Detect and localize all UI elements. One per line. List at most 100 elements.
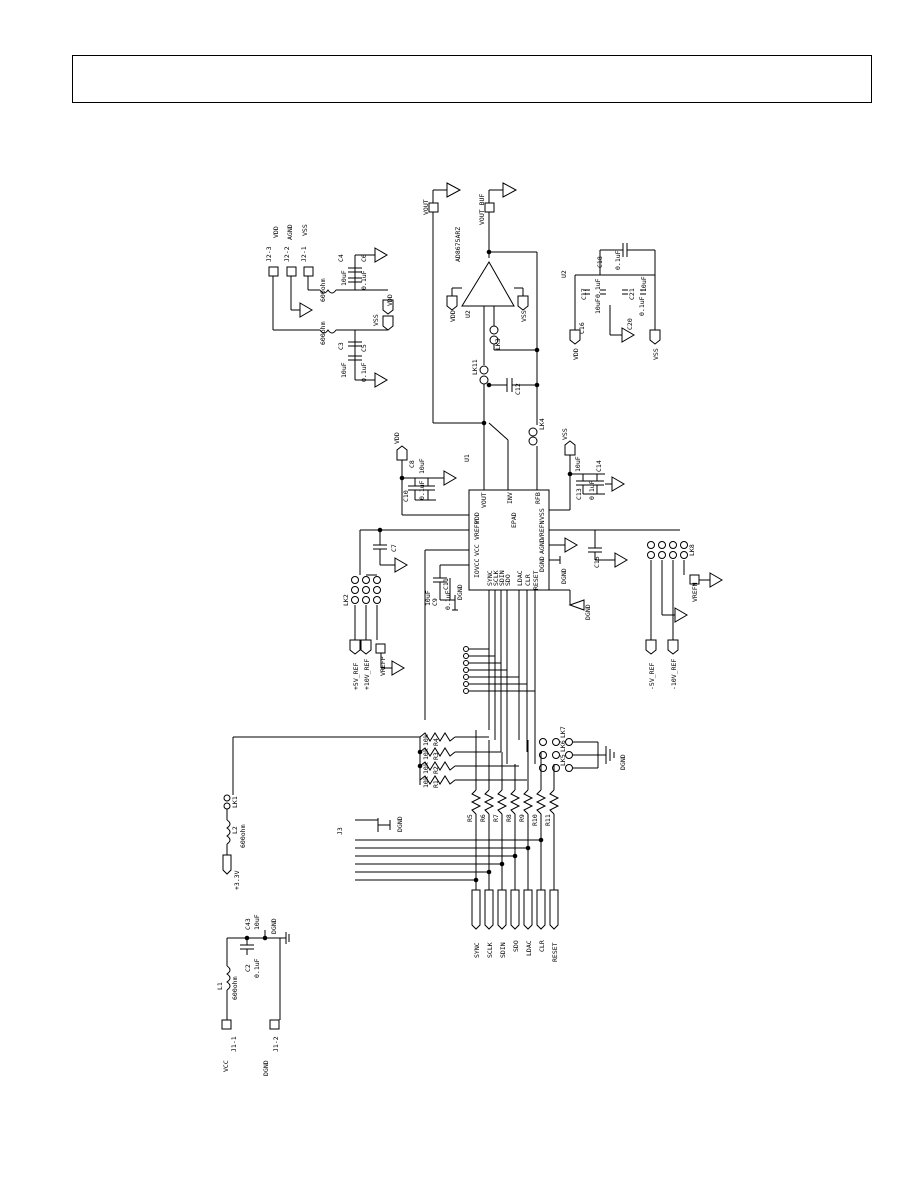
label-c20: C20 [626, 318, 634, 330]
pin-sdin: SDIN [498, 570, 506, 586]
label-vdd-u1: VDD [393, 432, 401, 444]
label-c15: C15 [593, 556, 601, 568]
pin-vrefn: VREFN [538, 520, 546, 540]
label-c2-val: 0.1uF [253, 958, 261, 978]
label-l-top: 600ohm [319, 278, 327, 302]
signal-reset: RESET [551, 942, 559, 962]
label-vss-u1: VSS [561, 428, 569, 440]
label-vdd-decoup: VDD [572, 348, 580, 360]
label-lk2: LK2 [342, 594, 350, 606]
label-j1-2: J1-2 [272, 1036, 280, 1052]
label-l2: L2 [231, 826, 239, 834]
label-lk7: LK7 [559, 726, 567, 738]
label-lk6: LK6 [559, 740, 567, 752]
label-c18-val: 0.1uF [614, 250, 622, 270]
label-dgnd-j3: DGND [396, 816, 404, 832]
label-r4-val: 10k [422, 734, 430, 746]
label-c10-val: 0.1uF [418, 480, 426, 500]
label-c13-val: 0.1uF [588, 480, 596, 500]
label-c16: C16 [578, 322, 586, 334]
label-m10v-ref: -10V_REF [670, 659, 678, 690]
label-dgnd-u1: DGND [560, 568, 568, 584]
label-j1-1: J1-1 [230, 1036, 238, 1052]
label-u2-opamp: U2 [464, 310, 472, 318]
label-r2-val: 10k [422, 762, 430, 774]
label-vrefn: VREFN [691, 582, 699, 602]
label-c8: C8 [408, 460, 416, 468]
label-c9: C9 [431, 598, 439, 606]
pin-vcc: VCC [473, 544, 481, 556]
label-r6: R6 [479, 814, 487, 822]
label-j2-agnd: AGND [286, 224, 294, 240]
label-c11-val: 0.1uF [444, 590, 452, 610]
label-vout-buf: VOUT_BUF [478, 194, 486, 225]
pin-reset: RESET [532, 570, 540, 590]
label-r10: R10 [531, 814, 539, 826]
label-c17-val: 0.1uF [594, 278, 602, 298]
label-c17: C17 [580, 288, 588, 300]
signal-ldac: LDAC [525, 940, 533, 956]
label-lk1: LK1 [231, 796, 239, 808]
label-j2-vdd: VDD [272, 226, 280, 238]
label-c3: C3 [337, 342, 345, 350]
label-c16-val: 10uF [594, 298, 602, 314]
label-r3: R3 [432, 752, 440, 760]
pin-iovcc: IOVCC [473, 558, 481, 578]
label-j3: J3 [336, 827, 344, 835]
label-vss-decoup: VSS [652, 348, 660, 360]
label-opamp-vss: VSS [520, 310, 528, 322]
signal-sync: SYNC [473, 942, 481, 958]
label-c8-val: 10uF [418, 458, 426, 474]
pin-sync: SYNC [486, 570, 494, 586]
label-j2-2: J2-2 [283, 246, 291, 262]
label-c21-val: 10uF [640, 276, 648, 292]
label-r1-val: 10k [422, 776, 430, 788]
label-c21: C21 [628, 288, 636, 300]
pin-dgnd: DGND [538, 556, 546, 572]
label-c14-val: 10uF [574, 456, 582, 472]
label-j2-3: J2-3 [265, 246, 273, 262]
label-lk8: LK8 [688, 544, 696, 556]
opamp-u2 [461, 261, 515, 307]
label-dgnd-pwr: DGND [270, 918, 278, 934]
pin-sclk: SCLK [492, 570, 500, 586]
pin-rfb: RFB [534, 492, 542, 504]
pin-sdo: SDO [504, 574, 512, 586]
label-c43: C43 [244, 918, 252, 930]
label-r4: R4 [432, 738, 440, 746]
label-m5v-ref: -5V_REF [648, 663, 656, 690]
label-r11: R11 [544, 814, 552, 826]
label-c11: C11 [442, 578, 450, 590]
label-c6: C6 [360, 254, 368, 262]
vout-buf-arrow [502, 182, 518, 198]
pin-agnd: AGND [538, 538, 546, 554]
label-u1: U1 [463, 454, 471, 462]
label-j2-vss: VSS [301, 224, 309, 236]
label-r9: R9 [518, 814, 526, 822]
label-lk5: LK5 [559, 754, 567, 766]
label-vout: VOUT [422, 199, 430, 215]
vout-connector [428, 202, 439, 213]
label-c6-val: 0.1uF [360, 270, 368, 290]
label-l1: L1 [216, 982, 224, 990]
label-3v3: +3.3V [233, 870, 241, 890]
label-l-bot: 600ohm [319, 321, 327, 345]
label-c3-val: 10uF [340, 362, 348, 378]
label-p10v-ref: +10V_REF [363, 659, 371, 690]
signal-sdo: SDO [512, 940, 520, 952]
label-lk4: LK4 [538, 418, 546, 430]
label-c4: C4 [337, 254, 345, 262]
vout-buf-connector [484, 202, 495, 213]
label-c9-val: 10uF [424, 590, 432, 606]
label-j2-1: J2-1 [300, 246, 308, 262]
label-r5: R5 [466, 814, 474, 822]
pin-vrefp: VREFP [473, 520, 481, 540]
label-l2-val: 600ohm [239, 824, 247, 848]
label-vdd-top: VDD [386, 294, 394, 306]
pin-vout: VOUT [480, 492, 488, 508]
pin-ldac: LDAC [516, 570, 524, 586]
label-r1: R1 [432, 780, 440, 788]
label-r2: R2 [432, 766, 440, 774]
label-c5-val: 0.1uF [360, 362, 368, 382]
pin-clr: CLR [524, 574, 532, 586]
